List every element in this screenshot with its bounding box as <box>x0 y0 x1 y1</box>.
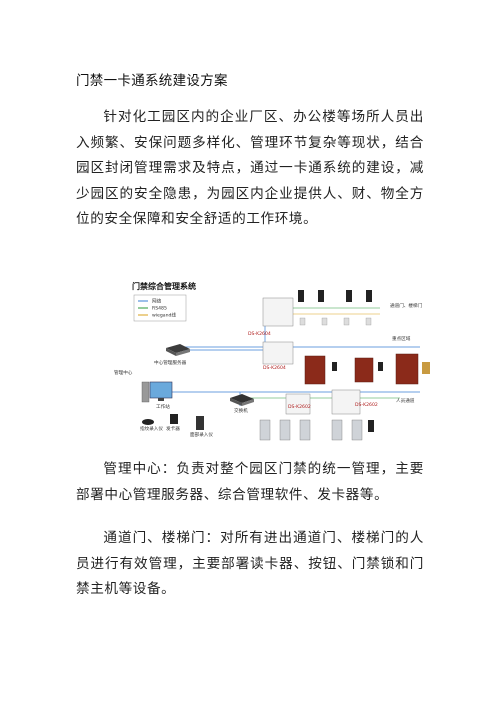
card-issuer-icon <box>170 414 178 424</box>
paragraph-management-center: 管理中心：负责对整个园区门禁的统一管理，主要部署中心管理服务器、综合管理软件、发… <box>76 457 424 508</box>
legend-wiegand: wiegand线 <box>152 312 176 319</box>
face-enroll-label: 面部录入仪 <box>190 431 213 438</box>
controller-label-1: DS-K2604 <box>248 331 271 337</box>
system-diagram: 门禁综合管理系统 网络 RS485 wiegand线 中心管理服务器 <box>100 278 440 446</box>
paragraph-intro-text: 针对化工园区内的企业厂区、办公楼等场所人员出入频繁、安保问题多样化、管理环节复杂… <box>76 109 424 228</box>
paragraph-doors-text: 通道门、楼梯门：对所有进出通道门、楼梯门的人员进行有效管理，主要部署读卡器、按钮… <box>76 530 424 598</box>
card-issuer-label: 发卡器 <box>166 425 180 432</box>
controller-label-2: DS-K2604 <box>263 365 286 371</box>
key-area-label: 重点区域 <box>392 335 411 342</box>
document-title: 门禁一卡通系统建设方案 <box>76 73 228 89</box>
controller-label-3: DS-K2602 <box>288 404 311 410</box>
workstation-label: 工作站 <box>156 403 170 410</box>
legend-rs485: RS485 <box>152 306 167 312</box>
controller-label-4: DS-K2602 <box>355 402 378 408</box>
paragraph-management-center-text: 管理中心：负责对整个园区门禁的统一管理，主要部署中心管理服务器、综合管理软件、发… <box>76 461 424 503</box>
legend-network: 网络 <box>152 298 162 305</box>
switch-icon <box>230 394 254 406</box>
server-icon <box>166 344 190 356</box>
management-center-label: 管理中心 <box>114 369 133 376</box>
key-area-doors <box>304 353 430 385</box>
diagram-title: 门禁综合管理系统 <box>132 281 196 291</box>
workstation-icon <box>141 381 173 403</box>
server-label: 中心管理服务器 <box>154 359 187 366</box>
controller-box-3 <box>285 393 311 415</box>
face-enroll-icon <box>196 416 204 430</box>
personnel-passage-label: 人员通道 <box>396 397 415 404</box>
diagram-legend: 网络 RS485 wiegand线 <box>133 294 187 322</box>
paragraph-doors: 通道门、楼梯门：对所有进出通道门、楼梯门的人员进行有效管理，主要部署读卡器、按钮… <box>76 526 424 603</box>
fingerprint-enroll-icon <box>142 419 154 425</box>
doors-stairs-label: 通道门、楼梯门 <box>390 302 423 309</box>
card-readers-row1 <box>293 290 380 326</box>
controller-box-1 <box>262 297 294 327</box>
paragraph-intro: 针对化工园区内的企业厂区、办公楼等场所人员出入频繁、安保问题多样化、管理环节复杂… <box>76 105 424 233</box>
fingerprint-enroll-label: 指纹录入仪 <box>140 425 163 432</box>
switch-label: 交换机 <box>234 407 248 414</box>
controller-box-2 <box>262 341 294 365</box>
controller-box-4 <box>331 389 361 415</box>
turnstiles-icon <box>259 419 374 441</box>
